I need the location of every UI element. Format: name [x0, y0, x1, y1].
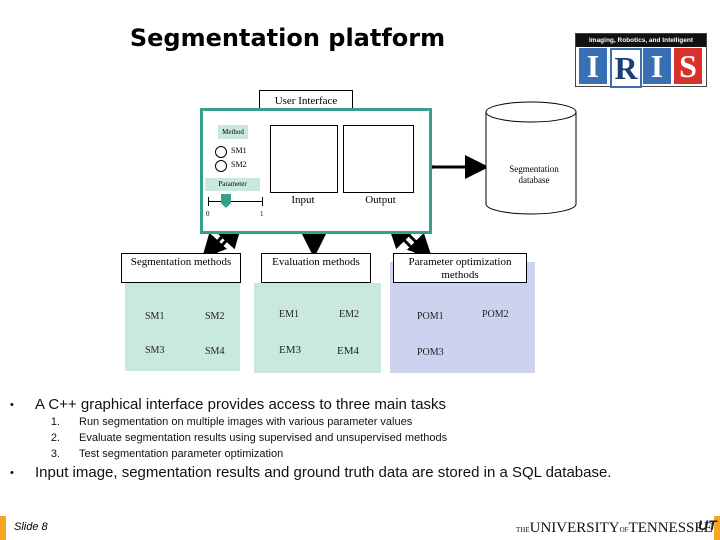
- seg-item-sm3: SM3: [145, 345, 165, 356]
- university-wordmark: THEUNIVERSITYOFTENNESSEE: [516, 519, 713, 537]
- database-label: Segmentation database: [509, 164, 559, 185]
- database-icon: [485, 101, 577, 215]
- input-label: Input: [291, 194, 315, 206]
- university-state: TENNESSEE: [628, 520, 713, 536]
- radio-sm1[interactable]: [215, 146, 227, 158]
- pom-item-pom1: POM1: [417, 311, 444, 322]
- bullet-dot-1: •: [10, 399, 14, 411]
- eval-item-em3: EM3: [279, 344, 301, 356]
- seg-item-sm2: SM2: [205, 311, 225, 322]
- evaluation-methods-title: Evaluation methods: [261, 253, 371, 283]
- bullet-2-text: Input image, segmentation results and gr…: [35, 464, 612, 481]
- university-name: UNIVERSITY: [529, 520, 620, 536]
- parameter-optimization-title: Parameter optimization methods: [393, 253, 527, 283]
- eval-item-em4: EM4: [337, 345, 359, 357]
- logo-letter-i2: I: [643, 48, 671, 84]
- bullet-dot-2: •: [10, 467, 14, 479]
- output-panel: [343, 125, 414, 193]
- slider-tick-max: [262, 197, 263, 206]
- seg-item-sm4: SM4: [205, 346, 225, 357]
- evaluation-methods-group: [254, 283, 381, 373]
- bullet-1-text: A C++ graphical interface provides acces…: [35, 396, 447, 413]
- radio-sm1-label: SM1: [231, 146, 247, 155]
- footer-bar: [0, 516, 720, 540]
- output-label: Output: [365, 194, 396, 206]
- parameter-label: Parameter: [205, 178, 260, 191]
- pom-item-pom3: POM3: [417, 347, 444, 358]
- slider-max-label: 1: [260, 210, 264, 218]
- ut-logo: UT: [698, 517, 717, 533]
- university-of: OF: [619, 526, 629, 534]
- slider-min-label: 0: [206, 210, 210, 218]
- pom-item-pom2: POM2: [482, 309, 509, 320]
- segmentation-methods-title: Segmentation methods: [121, 253, 241, 283]
- sub-number-2: 2.: [50, 432, 60, 444]
- parameter-slider-thumb[interactable]: [221, 194, 231, 208]
- sub-item-3: Test segmentation parameter optimization: [79, 448, 284, 460]
- slide-number: Slide 8: [14, 521, 48, 533]
- radio-sm2-label: SM2: [231, 160, 247, 169]
- logo-letter-r: R: [610, 48, 642, 88]
- page-title: Segmentation platform: [129, 24, 446, 52]
- iris-logo: Imaging, Robotics, and Intelligent Syste…: [575, 33, 707, 88]
- logo-letter-s: S: [674, 48, 702, 84]
- university-prefix: THE: [516, 526, 530, 534]
- segmentation-methods-group: [125, 283, 240, 371]
- seg-item-sm1: SM1: [145, 311, 165, 322]
- method-label: Method: [218, 125, 248, 139]
- eval-item-em1: EM1: [279, 309, 299, 320]
- slider-tick-min: [208, 197, 209, 206]
- sub-number-3: 3.: [50, 448, 60, 460]
- logo-letter-i: I: [579, 48, 607, 84]
- input-panel: [270, 125, 338, 193]
- parameter-slider-track[interactable]: [208, 201, 262, 202]
- sub-number-1: 1.: [50, 416, 60, 428]
- eval-item-em2: EM2: [339, 309, 359, 320]
- user-interface-label: User Interface: [259, 90, 353, 112]
- sub-item-1: Run segmentation on multiple images with…: [79, 416, 413, 428]
- sub-item-2: Evaluate segmentation results using supe…: [79, 432, 448, 444]
- radio-sm2[interactable]: [215, 160, 227, 172]
